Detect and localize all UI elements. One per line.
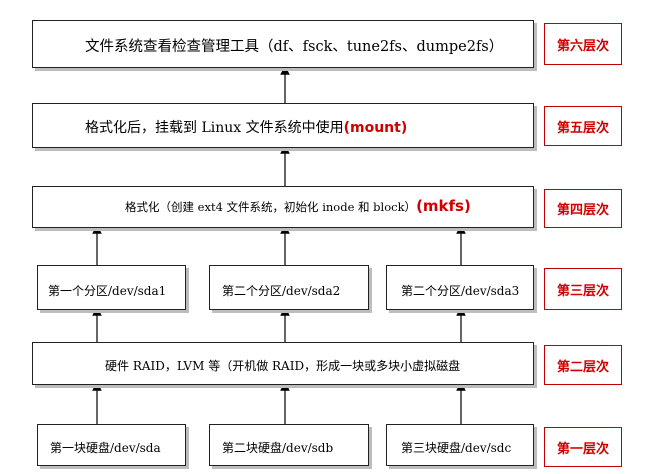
layer4-text: 格式化（创建 ext4 文件系统，初始化 inode 和 block）(mkfs… [125, 197, 471, 215]
layer4-mkfs-box: 格式化（创建 ext4 文件系统，初始化 inode 和 block）(mkfs… [32, 186, 534, 228]
disk-box-1: 第一块硬盘/dev/sda [37, 424, 186, 466]
layer5-label: 格式化后，挂载到 Linux 文件系统中使用 [85, 120, 344, 136]
layer3-tag: 第三层次 [544, 268, 622, 310]
layer4-label: 格式化（创建 ext4 文件系统，初始化 inode 和 block） [125, 200, 417, 214]
layer6-tag: 第六层次 [544, 23, 622, 65]
layer5-command: (mount) [343, 120, 408, 136]
layer6-tools-box: 文件系统查看检查管理工具（df、fsck、tune2fs、dumpe2fs） [32, 20, 534, 68]
layer2-text: 硬件 RAID，LVM 等（开机做 RAID，形成一块或多块小虚拟磁盘 [105, 359, 461, 373]
partition-1-label: 第一个分区/dev/sda1 [48, 284, 167, 298]
partition-box-3: 第二个分区/dev/sda3 [386, 265, 534, 310]
partition-2-label: 第二个分区/dev/sda2 [222, 284, 341, 298]
layer2-tag: 第二层次 [544, 345, 622, 385]
layer6-text: 文件系统查看检查管理工具（df、fsck、tune2fs、dumpe2fs） [85, 39, 504, 55]
layer1-tag: 第一层次 [544, 427, 622, 467]
disk-box-2: 第二块硬盘/dev/sdb [209, 424, 369, 466]
layer4-command: (mkfs) [416, 197, 471, 215]
disk-box-3: 第三块硬盘/dev/sdc [386, 424, 534, 466]
disk-2-label: 第二块硬盘/dev/sdb [222, 441, 334, 455]
partition-box-2: 第二个分区/dev/sda2 [209, 265, 369, 310]
partition-box-1: 第一个分区/dev/sda1 [37, 265, 186, 310]
layer5-text: 格式化后，挂载到 Linux 文件系统中使用(mount) [85, 117, 407, 137]
partition-3-label: 第二个分区/dev/sda3 [401, 284, 520, 298]
disk-1-label: 第一块硬盘/dev/sda [50, 441, 161, 455]
layer2-raid-box: 硬件 RAID，LVM 等（开机做 RAID，形成一块或多块小虚拟磁盘 [32, 342, 534, 385]
disk-3-label: 第三块硬盘/dev/sdc [401, 441, 512, 455]
layer5-mount-box: 格式化后，挂载到 Linux 文件系统中使用(mount) [32, 103, 534, 148]
layer5-tag: 第五层次 [544, 106, 622, 146]
layer4-tag: 第四层次 [544, 189, 622, 228]
